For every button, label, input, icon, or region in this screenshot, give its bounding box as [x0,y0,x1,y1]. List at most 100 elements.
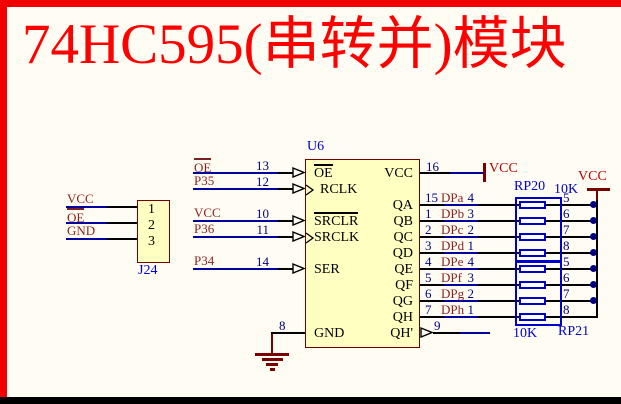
resistor-pin-number: 5 [563,254,570,269]
pin-number: 12 [256,174,269,189]
wire [420,172,450,174]
input-arrow-icon [292,215,305,226]
wire [278,188,295,190]
chip-pin-name: VCC [384,166,413,181]
chip-pin-name: SRCLR [314,212,359,229]
net-label: VCC [194,205,221,220]
chip-pin-name: SRCLK [314,230,360,245]
ground-stem [271,334,273,353]
chip-pin-name: QH [392,310,413,325]
resistor-pin-number: 1 [467,302,475,317]
resistor [519,233,546,241]
chip-pin-name: QE [394,262,413,277]
wire [107,222,137,224]
vcc-bus-wire [596,200,598,318]
pin-number: 6 [425,286,432,301]
junction-dot [590,297,597,304]
ground-symbol-icon [255,353,289,356]
net-label: DPb [441,206,465,221]
wire [193,172,278,174]
resistor-pin-number: 3 [467,270,475,285]
net-label: DPg [441,286,465,301]
pin-number: 15 [425,190,438,205]
pin-number: 5 [425,270,432,285]
pin-number: 4 [425,254,432,269]
pin-number: 3 [425,238,432,253]
wire [444,284,478,286]
ground-symbol-icon [270,368,275,371]
output-row-dpf: 5 DPf 3 6 [420,271,600,294]
wire [444,300,478,302]
net-label: DPc [441,222,464,237]
resistor-pin-number: 8 [563,302,570,317]
wire [420,316,445,318]
wire [420,236,445,238]
wire [420,252,445,254]
pin-number: 11 [256,222,269,237]
input-row-oe: OE 13 [193,158,305,182]
resistor-pin-number: 6 [563,206,570,221]
left-red-border [0,0,7,397]
junction-dot [590,281,597,288]
chip-pin-name: GND [314,326,345,341]
clock-input-icon [305,184,314,196]
wire [444,268,478,270]
chip-pin-name: QH' [390,326,413,341]
input-arrow-icon [292,183,305,194]
output-row-dpa: 15 DPa 4 5 [420,191,600,214]
wire [271,332,305,334]
chip-pin-name: SER [314,262,340,277]
input-arrow-icon [292,263,305,274]
output-row-dpe: 4 DPe 4 5 [420,255,600,278]
net-label: DPd [441,238,465,253]
input-row-p34: P34 14 [193,254,305,278]
page-title: 74HC595(串转并)模块 [22,13,567,76]
input-arrow-icon [292,231,305,242]
rp21-value: 10K [513,326,538,341]
wire [66,222,107,224]
bottom-black-bar [0,397,621,404]
resistor [519,265,546,273]
wire [420,220,445,222]
resistor-pin-number: 8 [563,238,570,253]
output-row-dpb: 1 DPb 3 6 [420,207,600,230]
net-label: DPf [441,270,462,285]
wire [278,236,295,238]
net-label: P35 [194,173,215,188]
connector-pin-number: 2 [148,218,155,233]
connector-pin-number: 3 [148,234,155,249]
wire [66,238,107,240]
wire [444,252,478,254]
resistor-pin-number: 4 [467,190,475,205]
connector-row-oe: OE [66,208,137,232]
junction-dot [590,217,597,224]
wire [460,332,490,334]
wire [107,206,137,208]
pin-number: 16 [426,159,439,174]
rp20-designator: RP20 [514,179,546,194]
output-row-dpg: 6 DPg 2 7 [420,287,600,310]
connector-row-vcc: VCC [66,192,137,216]
output-row-dpd: 3 DPd 1 8 [420,239,600,262]
clock-input-icon [305,232,314,244]
wire [420,204,445,206]
input-row-vcc: VCC 10 [193,206,305,230]
chip-pin-name: OE [314,164,333,181]
wire [107,238,137,240]
wire [450,172,483,174]
vcc-power-label: VCC [578,169,607,184]
wire [444,204,478,206]
wire [193,220,278,222]
connector-row-gnd: GND [66,224,137,248]
resistor-pin-number: 2 [467,222,475,237]
wire [433,332,460,334]
net-label: OE [67,208,85,225]
rp20-body [515,197,562,262]
chip-pin-name: QB [393,214,413,229]
resistor-pin-number: 7 [563,286,570,301]
junction-dot [590,265,597,272]
vcc-bar-icon [587,188,610,191]
chip-pin-name: RCLK [320,182,358,197]
pin-number: 2 [425,222,432,237]
wire [193,188,278,190]
